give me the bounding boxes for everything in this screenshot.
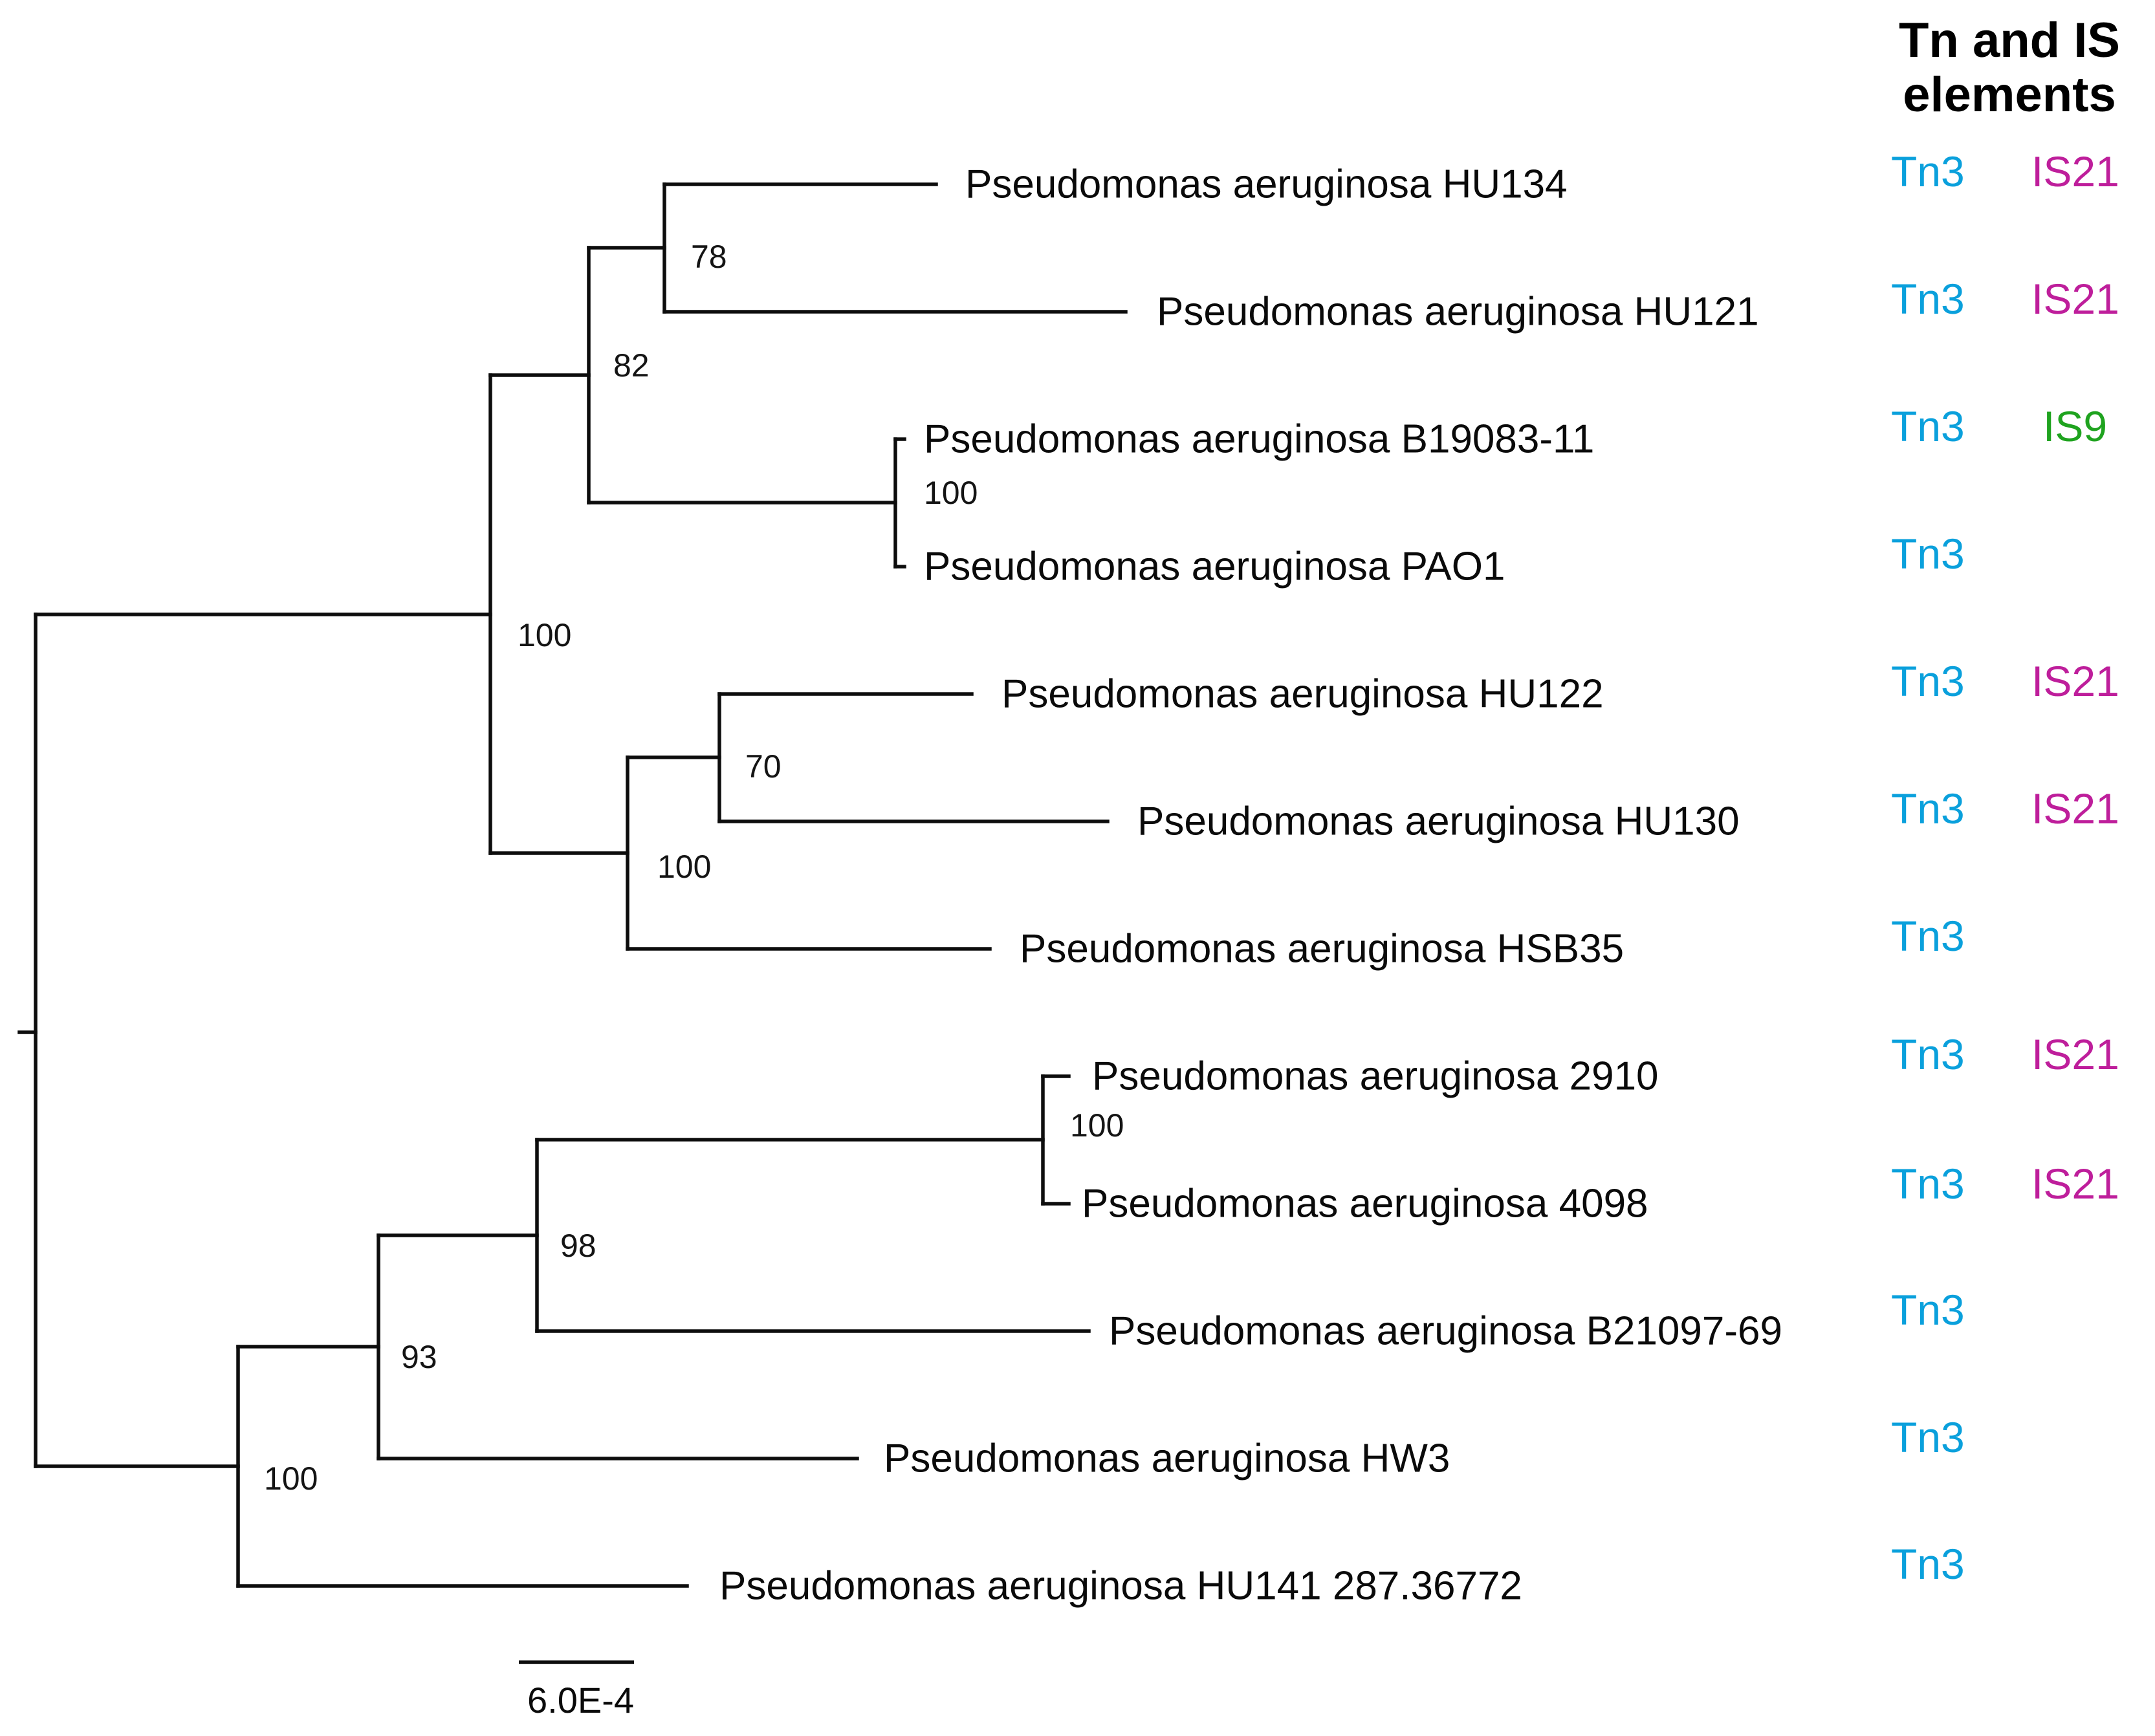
column-header: Tn and IS elements <box>1899 13 2120 122</box>
tn3-badge: Tn3 <box>1891 912 1965 960</box>
tn3-badge: Tn3 <box>1891 275 1965 323</box>
tip-label: Pseudomonas aeruginosa 2910 <box>1092 1054 1659 1099</box>
tn3-badge: Tn3 <box>1891 1160 1965 1208</box>
is21-badge: IS21 <box>2031 147 2119 195</box>
header-line1: Tn and IS <box>1899 13 2120 68</box>
bootstrap-labels: 78 82 100 100 70 100 100 98 93 100 <box>264 239 1124 1497</box>
tip-label: Pseudomonas aeruginosa HU121 <box>1157 290 1759 334</box>
bootstrap-label: 100 <box>264 1460 318 1497</box>
tip-label: Pseudomonas aeruginosa HU134 <box>965 162 1568 207</box>
tn3-badge: Tn3 <box>1891 1286 1965 1334</box>
tree-branches <box>17 182 1128 1588</box>
bootstrap-label: 70 <box>745 748 782 785</box>
tip-label: Pseudomonas aeruginosa B21097-69 <box>1109 1309 1782 1354</box>
tip-label: Pseudomonas aeruginosa HU122 <box>1001 672 1604 717</box>
tn3-badge: Tn3 <box>1891 147 1965 195</box>
is9-badge: IS9 <box>2043 402 2107 450</box>
tn3-badge: Tn3 <box>1891 530 1965 578</box>
tn3-badge: Tn3 <box>1891 1413 1965 1461</box>
tn-element-column: Tn3 Tn3 Tn3 Tn3 Tn3 Tn3 Tn3 Tn3 Tn3 Tn3 … <box>1891 147 1965 1588</box>
scale-bar-label: 6.0E-4 <box>527 1680 634 1720</box>
bootstrap-label: 78 <box>691 239 727 275</box>
tn3-badge: Tn3 <box>1891 785 1965 832</box>
bootstrap-label: 100 <box>657 849 711 885</box>
bootstrap-label: 100 <box>924 475 978 511</box>
bootstrap-label: 100 <box>518 617 571 653</box>
tn3-badge: Tn3 <box>1891 657 1965 705</box>
tip-label: Pseudomonas aeruginosa 4098 <box>1082 1182 1648 1226</box>
bootstrap-label: 100 <box>1070 1107 1124 1144</box>
is-element-column: IS21 IS21 IS9 IS21 IS21 IS21 IS21 <box>2031 147 2119 1208</box>
header-line2: elements <box>1903 67 2116 122</box>
is21-badge: IS21 <box>2031 657 2119 705</box>
is21-badge: IS21 <box>2031 1030 2119 1078</box>
bootstrap-label: 93 <box>401 1339 437 1375</box>
tip-label: Pseudomonas aeruginosa PAO1 <box>924 545 1505 589</box>
tip-label: Pseudomonas aeruginosa HU141 287.36772 <box>719 1564 1522 1609</box>
tn3-badge: Tn3 <box>1891 402 1965 450</box>
bootstrap-label: 82 <box>613 347 650 384</box>
tn3-badge: Tn3 <box>1891 1030 1965 1078</box>
is21-badge: IS21 <box>2031 785 2119 832</box>
is21-badge: IS21 <box>2031 275 2119 323</box>
tip-labels: Pseudomonas aeruginosa HU134 Pseudomonas… <box>719 162 1782 1609</box>
is21-badge: IS21 <box>2031 1160 2119 1208</box>
tip-label: Pseudomonas aeruginosa HW3 <box>884 1437 1450 1481</box>
bootstrap-label: 98 <box>560 1228 596 1264</box>
tn3-badge: Tn3 <box>1891 1540 1965 1588</box>
scale-bar-group: 6.0E-4 <box>519 1660 634 1720</box>
tip-label: Pseudomonas aeruginosa HSB35 <box>1020 927 1624 971</box>
tip-label: Pseudomonas aeruginosa HU130 <box>1137 799 1740 844</box>
tip-label: Pseudomonas aeruginosa B19083-11 <box>924 417 1594 462</box>
